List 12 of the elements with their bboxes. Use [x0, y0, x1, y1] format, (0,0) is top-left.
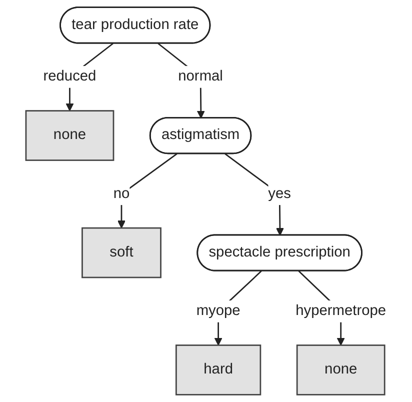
node-box: hard — [175, 344, 262, 396]
arrow — [117, 153, 178, 228]
edge-label: yes — [268, 186, 291, 202]
edge-label: reduced — [43, 68, 96, 84]
edge-label: hypermetrope — [296, 303, 386, 319]
edge-label: normal — [178, 68, 223, 84]
edge-label: no — [113, 186, 130, 202]
edge-label: myope — [196, 303, 240, 319]
node-box: none — [296, 344, 386, 396]
node-box: none — [25, 110, 114, 161]
node-box: soft — [82, 227, 162, 278]
arrow — [224, 153, 284, 236]
